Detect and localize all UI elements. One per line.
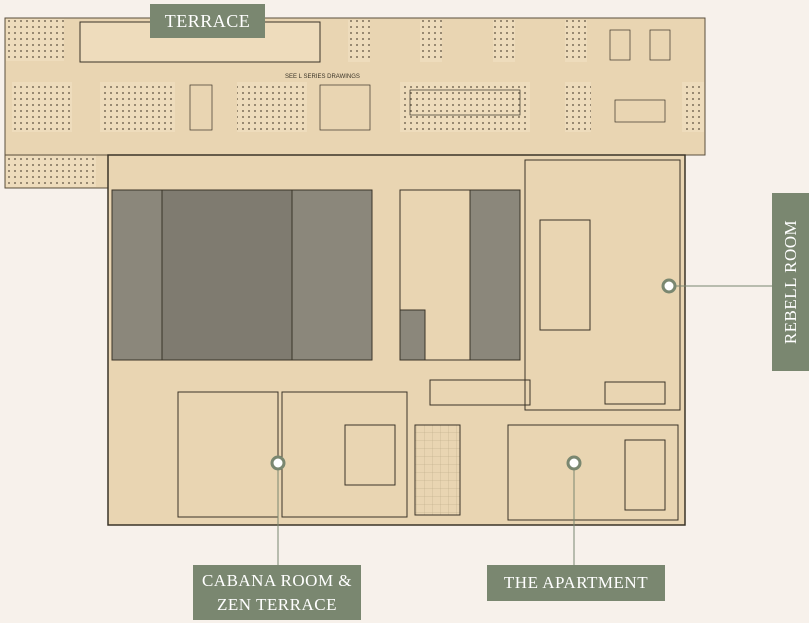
apartment-label[interactable]: THE APARTMENT [487,565,665,601]
rebell-room-label[interactable]: REBELL ROOM [772,193,809,371]
terrace-area: SEE L SERIES DRAWINGS [4,17,706,189]
rebell-room-text: REBELL ROOM [780,219,800,345]
apartment-marker[interactable] [566,455,582,471]
cabana-line-2: ZEN TERRACE [217,595,337,614]
rebell-marker[interactable] [661,278,677,294]
building [107,154,686,526]
room-markers [270,278,772,565]
series-note: SEE L SERIES DRAWINGS [285,74,360,80]
terrace-label[interactable]: TERRACE [150,4,265,38]
cabana-line-1: CABANA ROOM & [201,571,353,590]
cabana-marker[interactable] [270,455,286,471]
cabana-room-label[interactable]: CABANA ROOM & ZEN TERRACE [193,565,361,620]
